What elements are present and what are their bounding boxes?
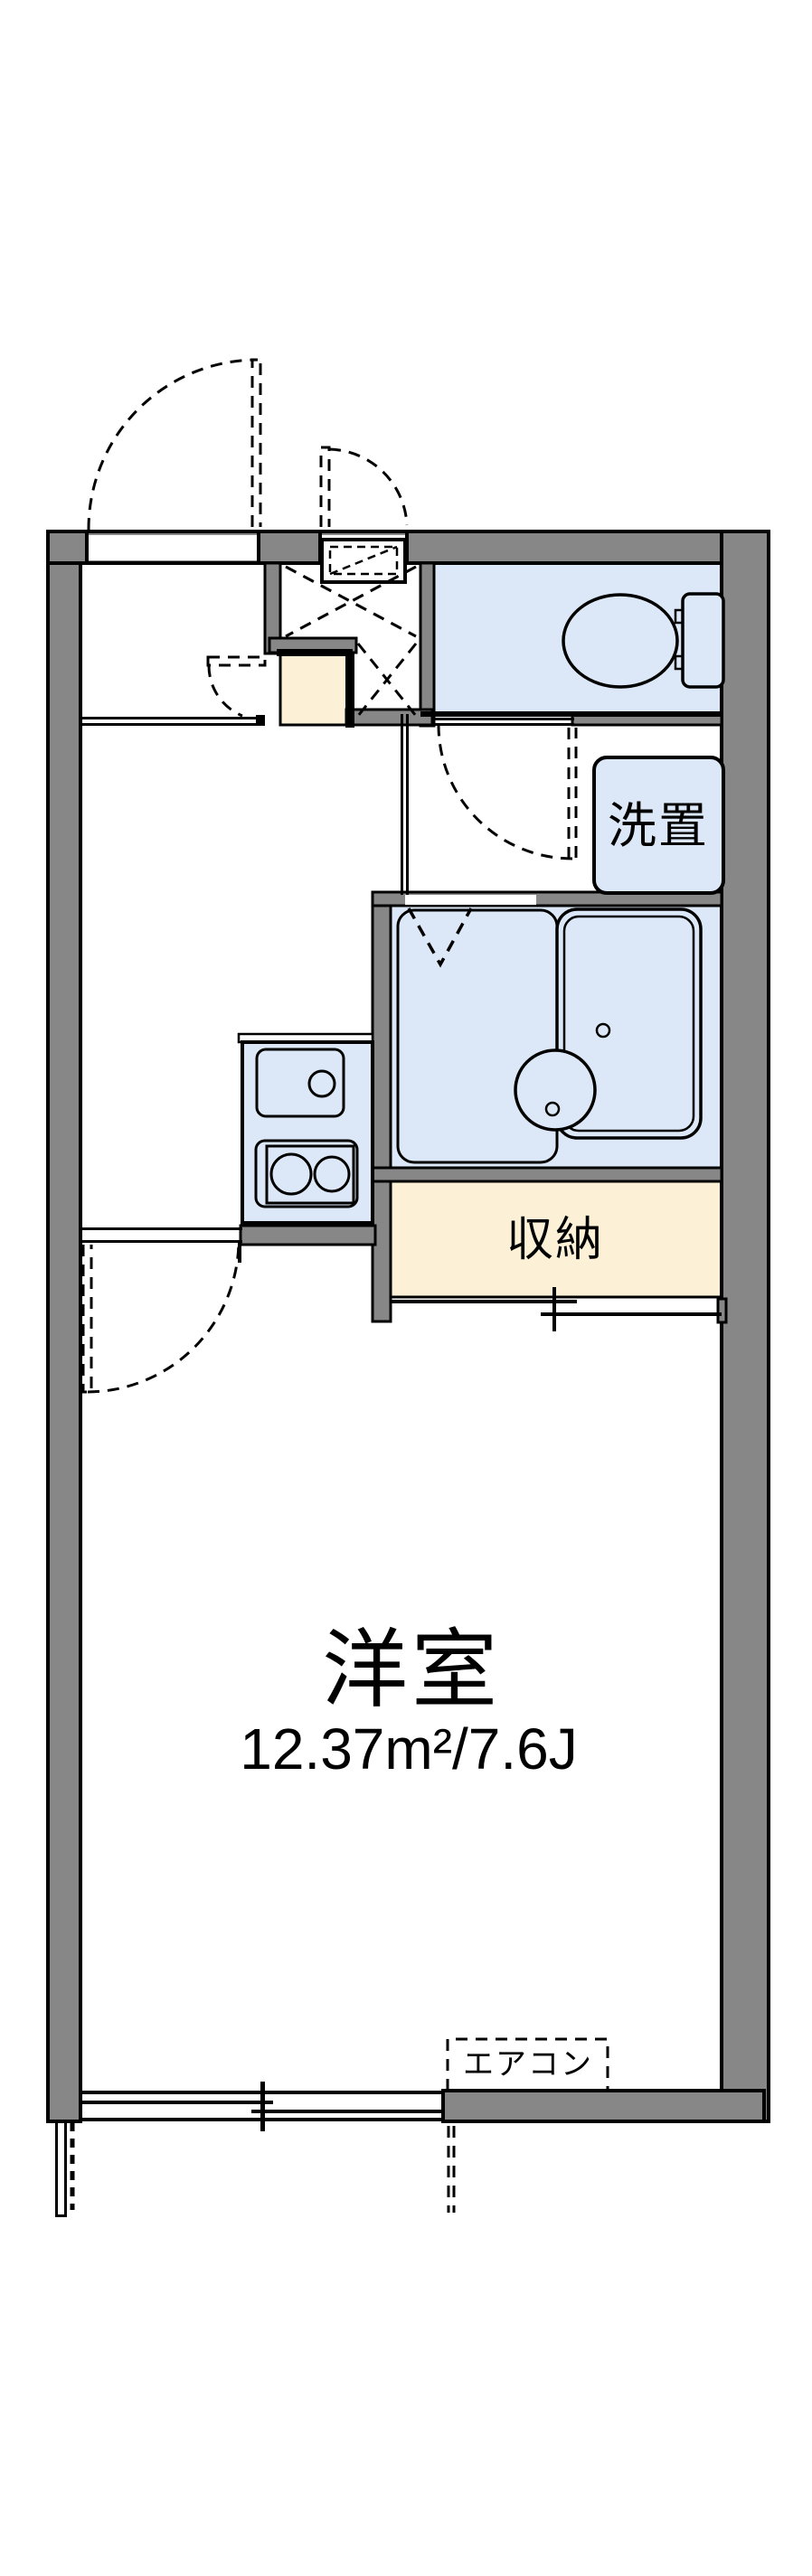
laundry-pan	[592, 756, 725, 895]
entrance-step-right-wall	[345, 652, 354, 728]
wall-sliding-stub	[716, 1297, 728, 1324]
bath-stool	[514, 1048, 597, 1132]
main-room-door-leaf	[81, 1245, 93, 1394]
kitchen-room-partition	[80, 1227, 242, 1230]
bath-folding-door	[407, 907, 473, 968]
main-room-label: 洋室	[322, 1622, 501, 1718]
kitchen-sink	[255, 1048, 345, 1118]
balcony-stub	[55, 2122, 58, 2217]
hall-divider	[80, 717, 265, 719]
toilet-bottom-wall	[420, 711, 723, 717]
entrance-step-floor	[279, 650, 349, 727]
storage-sliding-door-line	[391, 1300, 577, 1303]
closet-door-swing	[328, 447, 409, 526]
laundry-label: 洗置	[608, 799, 709, 853]
aircon-box	[446, 2037, 609, 2091]
washroom-door-leaf	[567, 728, 578, 860]
pipe-space-dashed	[328, 545, 399, 576]
washroom-left-wall	[406, 714, 409, 895]
wall-closet-bottom	[345, 708, 434, 727]
wall-cap	[257, 531, 260, 563]
wall-cap	[85, 531, 89, 563]
main-room-area-label: 12.37m²/7.6J	[240, 1716, 578, 1782]
door-frame-tick	[238, 1243, 241, 1263]
wall-bath-left	[371, 890, 392, 1323]
wall-closet-right	[419, 561, 436, 728]
balcony-stub-cap	[55, 2214, 67, 2217]
stove-burner	[269, 1152, 313, 1196]
washroom-left-wall	[401, 714, 403, 895]
entrance-opening	[89, 535, 257, 560]
wall-left	[46, 530, 82, 2123]
balcony-divider-dashed	[447, 2126, 456, 2213]
closet-door-leaf	[319, 446, 331, 527]
wall-bath-bottom	[371, 1166, 723, 1183]
window-pane	[80, 2101, 273, 2104]
stove-inner	[265, 1144, 355, 1205]
storage-sliding-door-tick	[552, 1287, 556, 1331]
hall-divider	[80, 723, 265, 726]
entrance-hall-door-leaf	[206, 655, 267, 667]
aircon-label: エアコン	[463, 2047, 593, 2082]
stove-outer	[254, 1139, 359, 1208]
window-pane	[251, 2110, 443, 2113]
washroom-threshold	[434, 718, 574, 720]
bathtub-inner	[562, 915, 695, 1133]
entrance-door-swing	[87, 358, 259, 531]
stove-burner	[313, 1155, 351, 1193]
balcony-stub	[64, 2122, 67, 2217]
wall-under-kitchen	[239, 1224, 377, 1246]
entrance-hall-door-swing	[207, 664, 243, 718]
wall-right	[720, 530, 770, 2123]
wall-bottom	[441, 2089, 766, 2123]
main-room-door-swing	[87, 1241, 241, 1394]
washroom-door-swing	[437, 725, 573, 860]
pipe-space-diagonal	[329, 545, 398, 576]
entrance-door-leaf	[250, 358, 262, 527]
storage-sliding-door-line	[541, 1312, 722, 1316]
bath-door-opening	[405, 895, 536, 905]
kitchen-unit	[241, 1040, 374, 1225]
toilet-bowl	[562, 593, 679, 689]
door-stop	[256, 715, 265, 726]
kitchen-faucet	[307, 1069, 336, 1098]
bathtub-drain	[595, 1022, 611, 1039]
window-center-tick	[260, 2082, 265, 2131]
storage-label: 収納	[506, 1214, 604, 1266]
bath-stool-mark	[544, 1101, 561, 1117]
washroom-threshold	[434, 723, 574, 726]
kitchen-room-partition	[80, 1240, 242, 1243]
toilet-tank	[681, 592, 725, 689]
entrance-step-top-wall	[277, 649, 353, 656]
